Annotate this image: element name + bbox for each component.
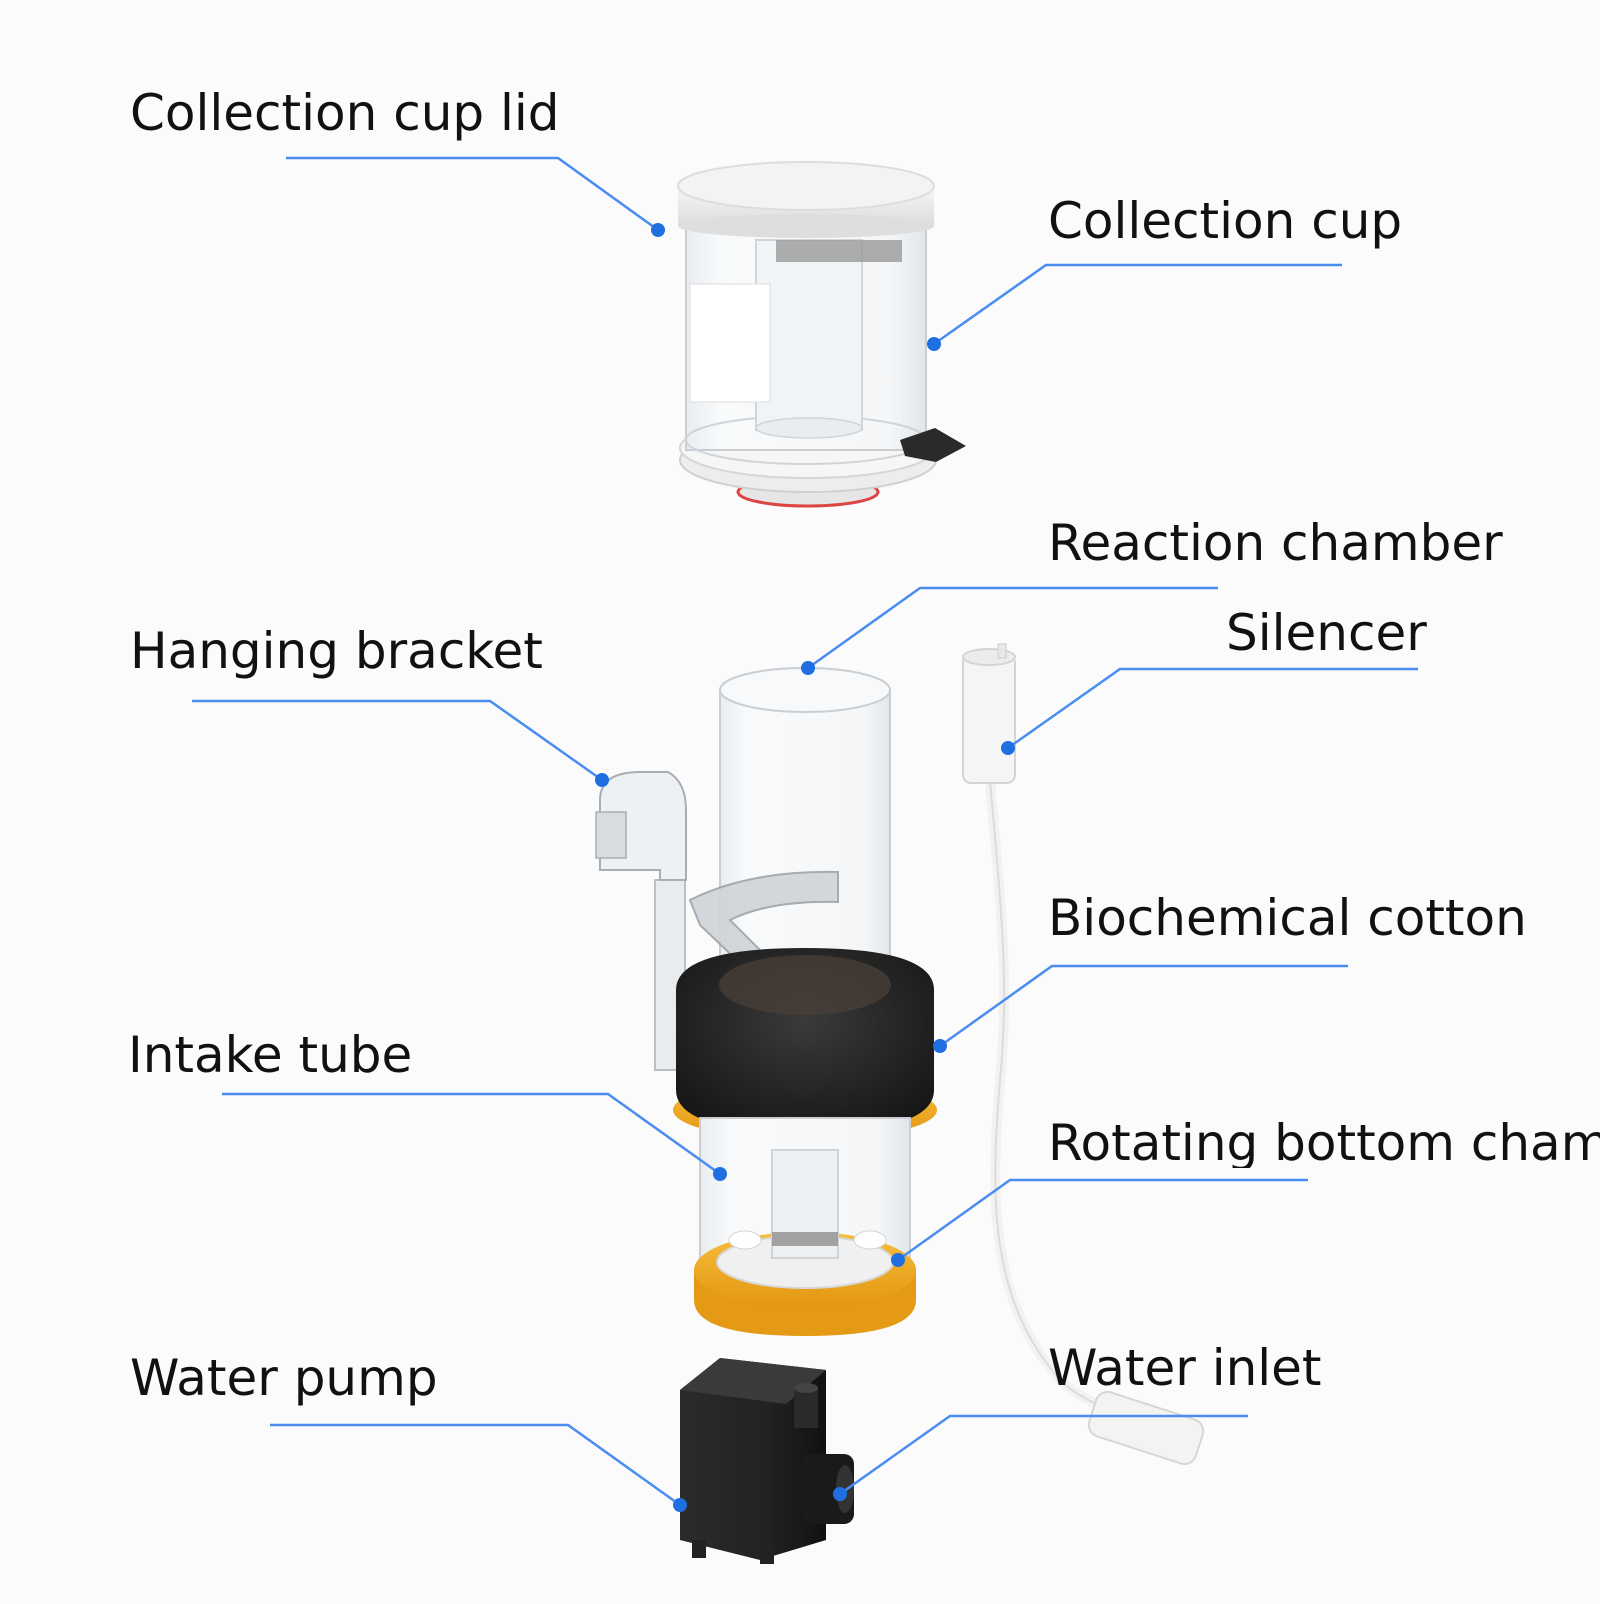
dot-collection-cup: [927, 337, 941, 351]
dot-water-inlet: [833, 1487, 847, 1501]
label-water-inlet: Water inlet: [1048, 1339, 1322, 1397]
leader-biochemical-cotton: [939, 964, 1348, 1048]
label-collection-cup: Collection cup: [1048, 192, 1403, 250]
dot-intake-tube: [713, 1167, 727, 1181]
label-collection-cup-lid: Collection cup lid: [130, 84, 560, 142]
dot-collection-cup-lid: [651, 223, 665, 237]
leader-collection-cup: [933, 263, 1342, 346]
dot-biochemical-cotton: [933, 1039, 947, 1053]
label-reaction-chamber: Reaction chamber: [1048, 514, 1503, 572]
leader-silencer: [1007, 667, 1418, 750]
leader-water-inlet: [839, 1414, 1248, 1496]
leader-lines: [192, 156, 1418, 1507]
label-biochemical-cotton: Biochemical cotton: [1048, 889, 1527, 947]
label-intake-tube: Intake tube: [128, 1026, 413, 1084]
leader-intake-tube: [222, 1092, 721, 1176]
label-hanging-bracket: Hanging bracket: [130, 622, 543, 680]
reaction-chamber-illustration: [719, 667, 891, 991]
biochemical-cotton-illustration: [673, 948, 937, 1140]
water-pump-illustration: [680, 1358, 854, 1564]
leader-water-pump: [270, 1423, 681, 1507]
label-silencer: Silencer: [1226, 604, 1427, 662]
dot-reaction-chamber: [801, 661, 815, 675]
dot-hanging-bracket: [595, 773, 609, 787]
leader-rotating-bottom-chamber: [897, 1178, 1308, 1262]
dot-silencer: [1001, 741, 1015, 755]
dot-water-pump: [673, 1498, 687, 1512]
leader-reaction-chamber: [807, 586, 1218, 670]
collection-cup-illustration: [677, 161, 966, 508]
leader-collection-cup-lid: [286, 156, 659, 232]
leader-dots: [595, 223, 1015, 1512]
rotating-bottom-chamber-illustration: [694, 1117, 916, 1336]
dot-rotating-bottom-chamber: [891, 1253, 905, 1267]
label-rotating-bottom-chamber: Rotating bottom cham: [1048, 1118, 1600, 1168]
label-water-pump: Water pump: [130, 1349, 438, 1407]
leader-hanging-bracket: [192, 699, 603, 782]
